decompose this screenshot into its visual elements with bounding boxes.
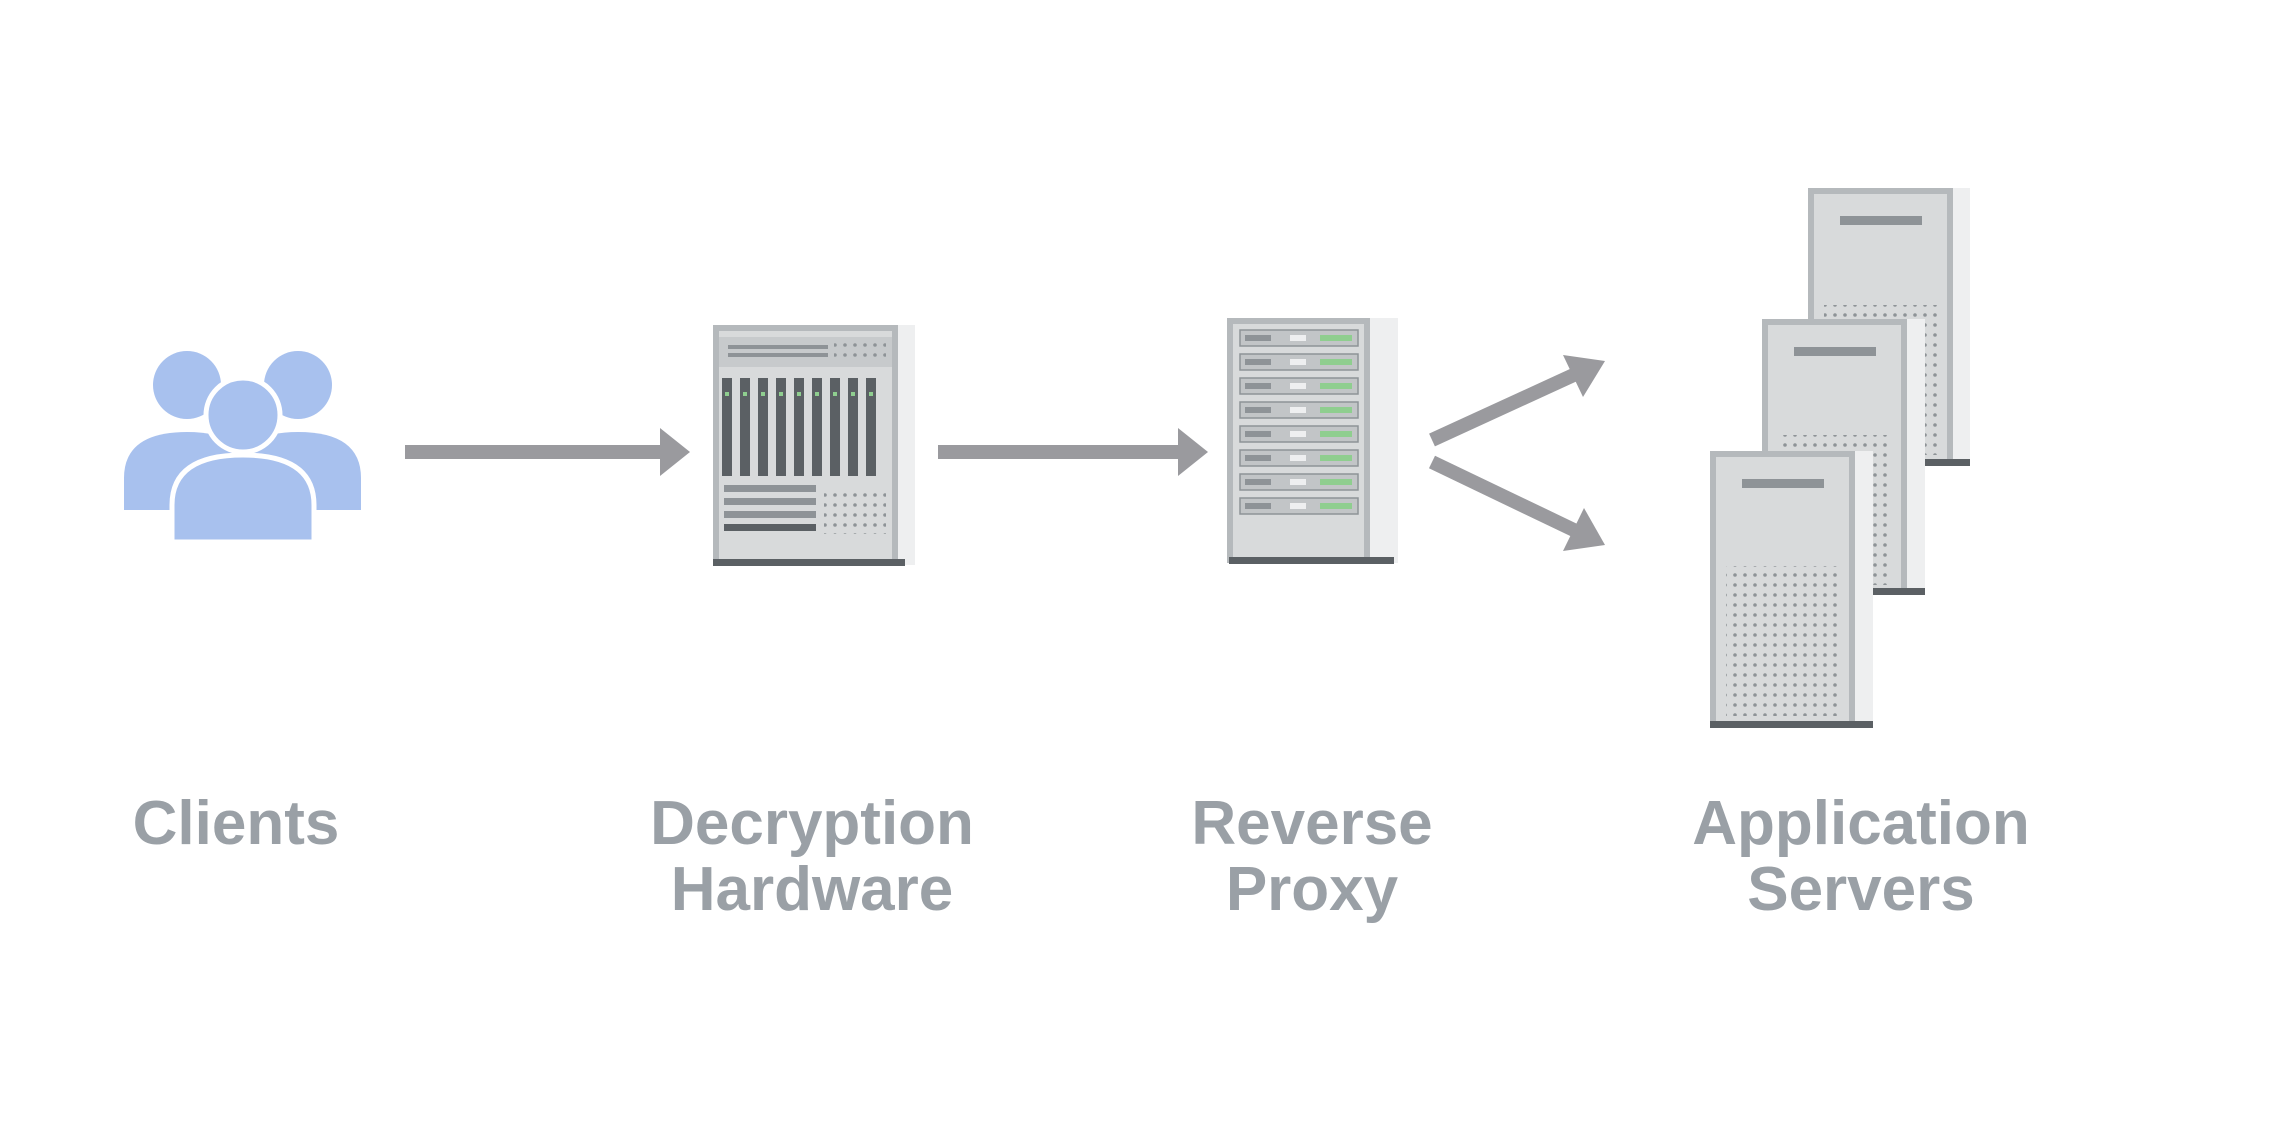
reverse-proxy-icon bbox=[1227, 318, 1398, 564]
proxy-drive-bays bbox=[1239, 329, 1359, 515]
arrow-clients-to-decryption bbox=[405, 428, 690, 476]
label-application-servers-line-2: Servers bbox=[1747, 855, 1975, 924]
label-application-servers: Application Servers bbox=[1692, 791, 2030, 923]
decryption-hardware-icon bbox=[713, 325, 915, 566]
users-group-icon bbox=[124, 351, 361, 545]
arrow-proxy-to-app-upper bbox=[1429, 355, 1605, 447]
label-clients: Clients bbox=[133, 791, 340, 857]
label-reverse-proxy-line-2: Proxy bbox=[1225, 855, 1399, 924]
app-server-front bbox=[1710, 451, 1873, 728]
arrow-proxy-to-app-lower bbox=[1428, 455, 1605, 551]
application-servers-icon bbox=[1710, 188, 1970, 728]
label-reverse-proxy-line-1: Reverse bbox=[1191, 789, 1433, 858]
label-application-servers-line-1: Application bbox=[1692, 789, 2030, 858]
label-decryption-hardware-line-2: Hardware bbox=[670, 855, 954, 924]
label-clients-line-1: Clients bbox=[132, 789, 340, 858]
label-reverse-proxy: Reverse Proxy bbox=[1191, 791, 1432, 923]
arrow-decryption-to-proxy bbox=[938, 428, 1208, 476]
label-decryption-hardware-line-1: Decryption bbox=[650, 789, 974, 858]
label-decryption-hardware: Decryption Hardware bbox=[650, 791, 974, 923]
